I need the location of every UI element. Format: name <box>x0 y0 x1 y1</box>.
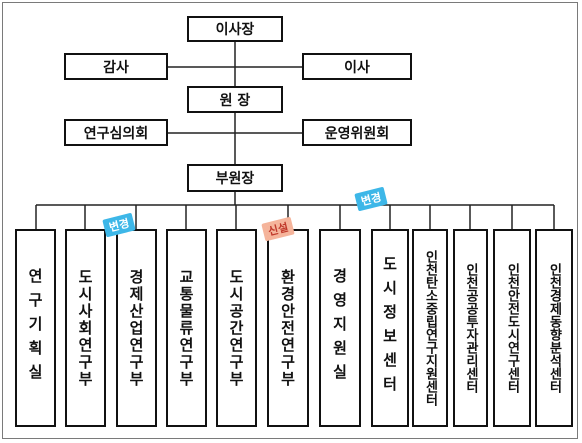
dept-urban-info-center: 도시정보센터 <box>371 229 409 427</box>
auditor-box: 감사 <box>64 53 168 80</box>
dept-planning-office: 연구기획실 <box>15 229 56 427</box>
dept-urban-society: 도시사회연구부 <box>65 229 106 427</box>
dept-safe-city-center: 인천안전도시연구센터 <box>493 229 531 427</box>
director-box: 이사 <box>302 53 412 80</box>
dept-public-investment-center: 인천공공투자관리센터 <box>453 229 488 427</box>
president-box: 원 장 <box>187 86 283 113</box>
research-council-box: 연구심의회 <box>64 119 168 146</box>
dept-economy-industry: 경제산업연구부 <box>116 229 157 427</box>
steering-committee-box: 운영위원회 <box>302 119 412 146</box>
vice-president-box: 부원장 <box>187 164 283 192</box>
dept-economic-trend-center: 인천경제동향분석센터 <box>535 229 573 427</box>
dept-transport-logistics: 교통물류연구부 <box>166 229 207 427</box>
dept-management-support: 경영지원실 <box>319 229 361 427</box>
dept-carbon-neutral-center: 인천탄소중립연구지원센터 <box>412 229 448 427</box>
dept-urban-space: 도시공간연구부 <box>216 229 257 427</box>
chairman-box: 이사장 <box>187 16 283 42</box>
dept-environment-safety: 환경안전연구부 <box>267 229 309 427</box>
